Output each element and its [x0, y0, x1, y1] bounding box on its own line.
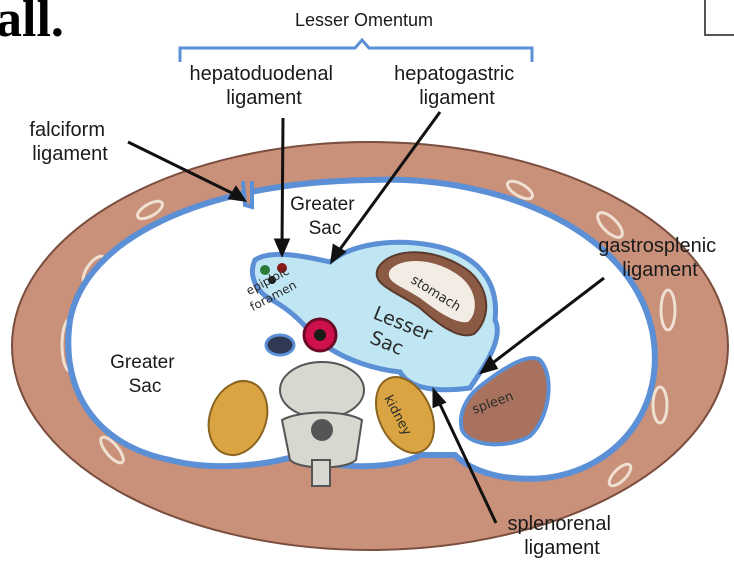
- splenorenal-label: splenorenal ligament: [508, 513, 617, 559]
- hepatogastric-label: hepatogastric ligament: [394, 63, 520, 109]
- hepatoduodenal-label: hepatoduodenal ligament: [189, 63, 338, 109]
- inferior-vena-cava: [266, 335, 294, 355]
- lesser-omentum-label: Lesser Omentum: [295, 10, 433, 30]
- lesser-omentum-brace: [180, 40, 532, 62]
- falciform-label: falciform ligament: [29, 119, 110, 165]
- falciform-ligament-shape: [243, 181, 252, 207]
